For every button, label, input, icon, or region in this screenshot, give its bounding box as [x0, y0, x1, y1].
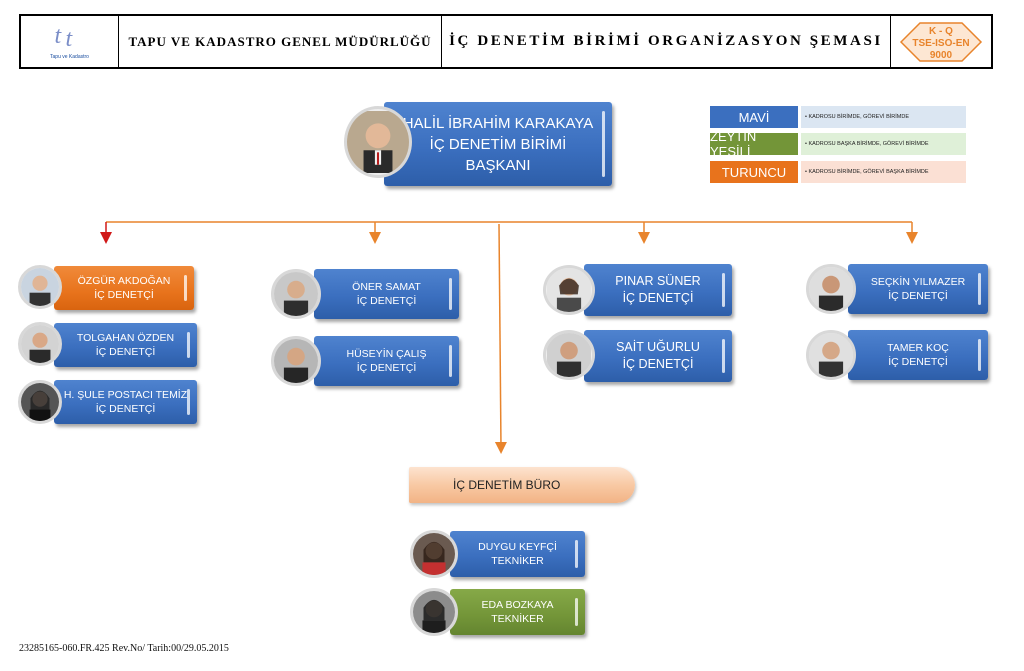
staff-title: İÇ DENETÇİ — [94, 289, 154, 301]
cert-line2: TSE-ISO-EN — [912, 38, 969, 49]
staff-title: İÇ DENETÇİ — [356, 362, 417, 374]
avatar — [806, 264, 856, 314]
staff-name: DUYGU KEYFÇİ — [478, 540, 557, 553]
staff-name: EDA BOZKAYA — [481, 598, 554, 611]
avatar — [271, 336, 321, 386]
avatar — [18, 322, 62, 366]
staff-card-eda: EDA BOZKAYA TEKNİKER — [450, 589, 585, 635]
legend-turuncu-desc: • KADROSU BİRİMDE, GÖREVİ BAŞKA BİRİMDE — [801, 161, 966, 183]
legend-turuncu: TURUNCU — [710, 161, 798, 183]
page-title: İÇ DENETİM BİRİMİ ORGANİZASYON ŞEMASI — [442, 16, 891, 67]
legend-zeytin-desc: • KADROSU BAŞKA BİRİMDE, GÖREVİ BİRİMDE — [801, 133, 966, 155]
certification-badge: K - Q TSE-ISO-EN 9000 — [891, 16, 991, 67]
organization-name: TAPU VE KADASTRO GENEL MÜDÜRLÜĞÜ — [119, 16, 442, 67]
avatar — [18, 380, 62, 424]
avatar — [18, 265, 62, 309]
cert-line1: K - Q — [929, 26, 953, 37]
staff-card-pinar: PINAR SÜNER İÇ DENETÇİ — [584, 264, 732, 316]
staff-name: TAMER KOÇ — [887, 341, 949, 354]
avatar — [543, 330, 595, 380]
legend-mavi: MAVİ — [710, 106, 798, 128]
staff-name: SAİT UĞURLU — [616, 340, 700, 355]
staff-name: ÖNER SAMAT — [352, 280, 421, 293]
cert-line3: 9000 — [930, 50, 953, 61]
staff-title: TEKNİKER — [491, 613, 544, 625]
avatar — [410, 588, 458, 636]
staff-card-huseyin: HÜSEYİN ÇALIŞ İÇ DENETÇİ — [314, 336, 459, 386]
head-title-line1: İÇ DENETİM BİRİMİ — [429, 135, 567, 153]
legend-mavi-desc: • KADROSU BİRİMDE, GÖREVİ BİRİMDE — [801, 106, 966, 128]
staff-title: İÇ DENETÇİ — [888, 356, 948, 368]
staff-card-duygu: DUYGU KEYFÇİ TEKNİKER — [450, 531, 585, 577]
logo-caption: Tapu ve Kadastro — [50, 53, 89, 60]
staff-card-sait: SAİT UĞURLU İÇ DENETÇİ — [584, 330, 732, 382]
staff-title: İÇ DENETÇİ — [888, 290, 948, 302]
staff-title: İÇ DENETÇİ — [356, 295, 417, 307]
buro-label: İÇ DENETİM BÜRO — [453, 478, 561, 492]
head-title-line2: BAŞKANI — [465, 156, 531, 174]
staff-card-tolgahan: TOLGAHAN ÖZDEN İÇ DENETÇİ — [54, 323, 197, 367]
staff-name: H. ŞULE POSTACI TEMİZ — [63, 388, 188, 401]
staff-card-tamer: TAMER KOÇ İÇ DENETÇİ — [848, 330, 988, 380]
avatar — [806, 330, 856, 380]
avatar — [410, 530, 458, 578]
staff-name: SEÇKİN YILMAZER — [870, 275, 966, 288]
staff-title: İÇ DENETÇİ — [622, 357, 694, 371]
staff-card-ozgur: ÖZGÜR AKDOĞAN İÇ DENETÇİ — [54, 266, 194, 310]
document-footer: 23285165-060.FR.425 Rev.No/ Tarih:00/29.… — [19, 643, 229, 654]
staff-card-oner: ÖNER SAMAT İÇ DENETÇİ — [314, 269, 459, 319]
staff-title: TEKNİKER — [491, 555, 544, 567]
staff-card-sule: H. ŞULE POSTACI TEMİZ İÇ DENETÇİ — [54, 380, 197, 424]
staff-name: PINAR SÜNER — [615, 274, 701, 289]
staff-name: TOLGAHAN ÖZDEN — [76, 331, 175, 344]
head-name: HALİL İBRAHİM KARAKAYA — [402, 114, 594, 132]
legend-zeytin: ZEYTİN YEŞİLİ — [710, 129, 798, 159]
staff-card-seckin: SEÇKİN YILMAZER İÇ DENETÇİ — [848, 264, 988, 314]
staff-title: İÇ DENETÇİ — [622, 291, 694, 305]
staff-name: ÖZGÜR AKDOĞAN — [77, 274, 171, 287]
head-photo — [344, 106, 412, 178]
buro-banner: İÇ DENETİM BÜRO — [409, 467, 635, 503]
staff-name: HÜSEYİN ÇALIŞ — [346, 347, 427, 360]
staff-title: İÇ DENETÇİ — [95, 403, 156, 415]
staff-title: İÇ DENETÇİ — [95, 346, 156, 358]
head-card: HALİL İBRAHİM KARAKAYA İÇ DENETİM BİRİMİ… — [384, 102, 612, 186]
avatar — [543, 265, 595, 315]
avatar — [271, 269, 321, 319]
